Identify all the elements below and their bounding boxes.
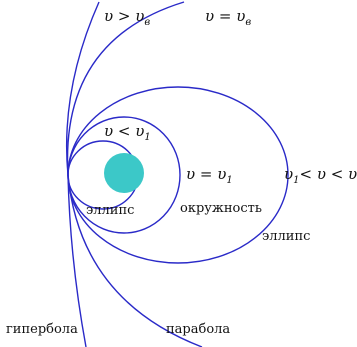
hyperbola-condition-label: υ > υв	[104, 7, 150, 28]
circle-condition-label: υ = υ1	[186, 165, 233, 186]
hyperbola-label: гипербола	[6, 322, 78, 337]
inner-condition-label: υ < υ1	[104, 122, 151, 143]
parabola-condition-label: υ = υв	[205, 7, 251, 28]
hyperbola-orbit	[65, 1, 100, 347]
circle-label: окружность	[180, 201, 262, 216]
outer-ellipse-label: эллипс	[262, 229, 310, 244]
outer-ellipse-orbit	[67, 86, 289, 264]
inner-ellipse-label: эллипс	[86, 203, 134, 218]
planet	[104, 153, 144, 193]
parabola-label: парабола	[166, 322, 230, 337]
outer-condition-label: υ1< υ < υ2	[284, 165, 357, 186]
